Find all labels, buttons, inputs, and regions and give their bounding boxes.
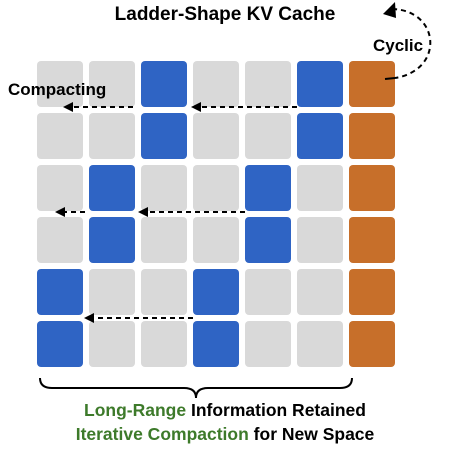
kv-cell-retained [297,113,343,159]
caption-line-2: Iterative Compaction for New Space [0,424,450,445]
kv-cell-empty [89,269,135,315]
kv-cell-retained [193,269,239,315]
kv-cell-recent [349,113,395,159]
caption-rest-1: Information Retained [186,400,366,420]
kv-cell-empty [245,113,291,159]
kv-cell-empty [193,217,239,263]
cyclic-arrowhead [383,2,396,18]
kv-cell-empty [245,321,291,367]
kv-cell-empty [89,113,135,159]
diagram-title: Ladder-Shape KV Cache [114,4,336,25]
cyclic-label: Cyclic [373,36,424,55]
kv-cell-retained [297,61,343,107]
cyclic-arrow-end [384,77,396,80]
kv-cell-empty [297,165,343,211]
kv-cell-empty [297,217,343,263]
kv-cell-empty [89,321,135,367]
kv-cell-retained [37,321,83,367]
kv-cell-retained [141,113,187,159]
kv-cell-empty [37,113,83,159]
kv-cell-empty [297,269,343,315]
kv-cell-empty [37,217,83,263]
kv-cell-recent [349,165,395,211]
caption-highlight-long-range: Long-Range [84,400,187,420]
kv-cell-recent [349,321,395,367]
kv-cell-empty [37,165,83,211]
caption-rest-2: for New Space [248,424,375,444]
retained-brace [39,377,353,399]
kv-cell-empty [193,165,239,211]
kv-cell-retained [141,61,187,107]
kv-cell-empty [141,269,187,315]
kv-cell-empty [141,321,187,367]
kv-cell-retained [193,321,239,367]
kv-cache-grid [37,61,395,367]
kv-cell-retained [245,165,291,211]
kv-cell-empty [141,165,187,211]
kv-cell-retained [245,217,291,263]
kv-cell-retained [37,269,83,315]
caption-highlight-iterative: Iterative Compaction [75,424,249,444]
kv-cell-empty [245,61,291,107]
kv-cell-empty [141,217,187,263]
kv-cell-empty [89,61,135,107]
caption-line-1: Long-Range Information Retained [0,400,450,421]
kv-cell-recent [349,217,395,263]
kv-cell-recent [349,61,395,107]
kv-cell-recent [349,269,395,315]
kv-cell-empty [193,113,239,159]
kv-cell-retained [89,217,135,263]
cyclic-arrow [391,8,432,79]
kv-cell-empty [245,269,291,315]
kv-cell-empty [37,61,83,107]
kv-cell-empty [297,321,343,367]
compaction-arrows [55,102,297,323]
compacting-label: Compacting [8,80,107,99]
kv-cell-empty [193,61,239,107]
kv-cell-retained [89,165,135,211]
